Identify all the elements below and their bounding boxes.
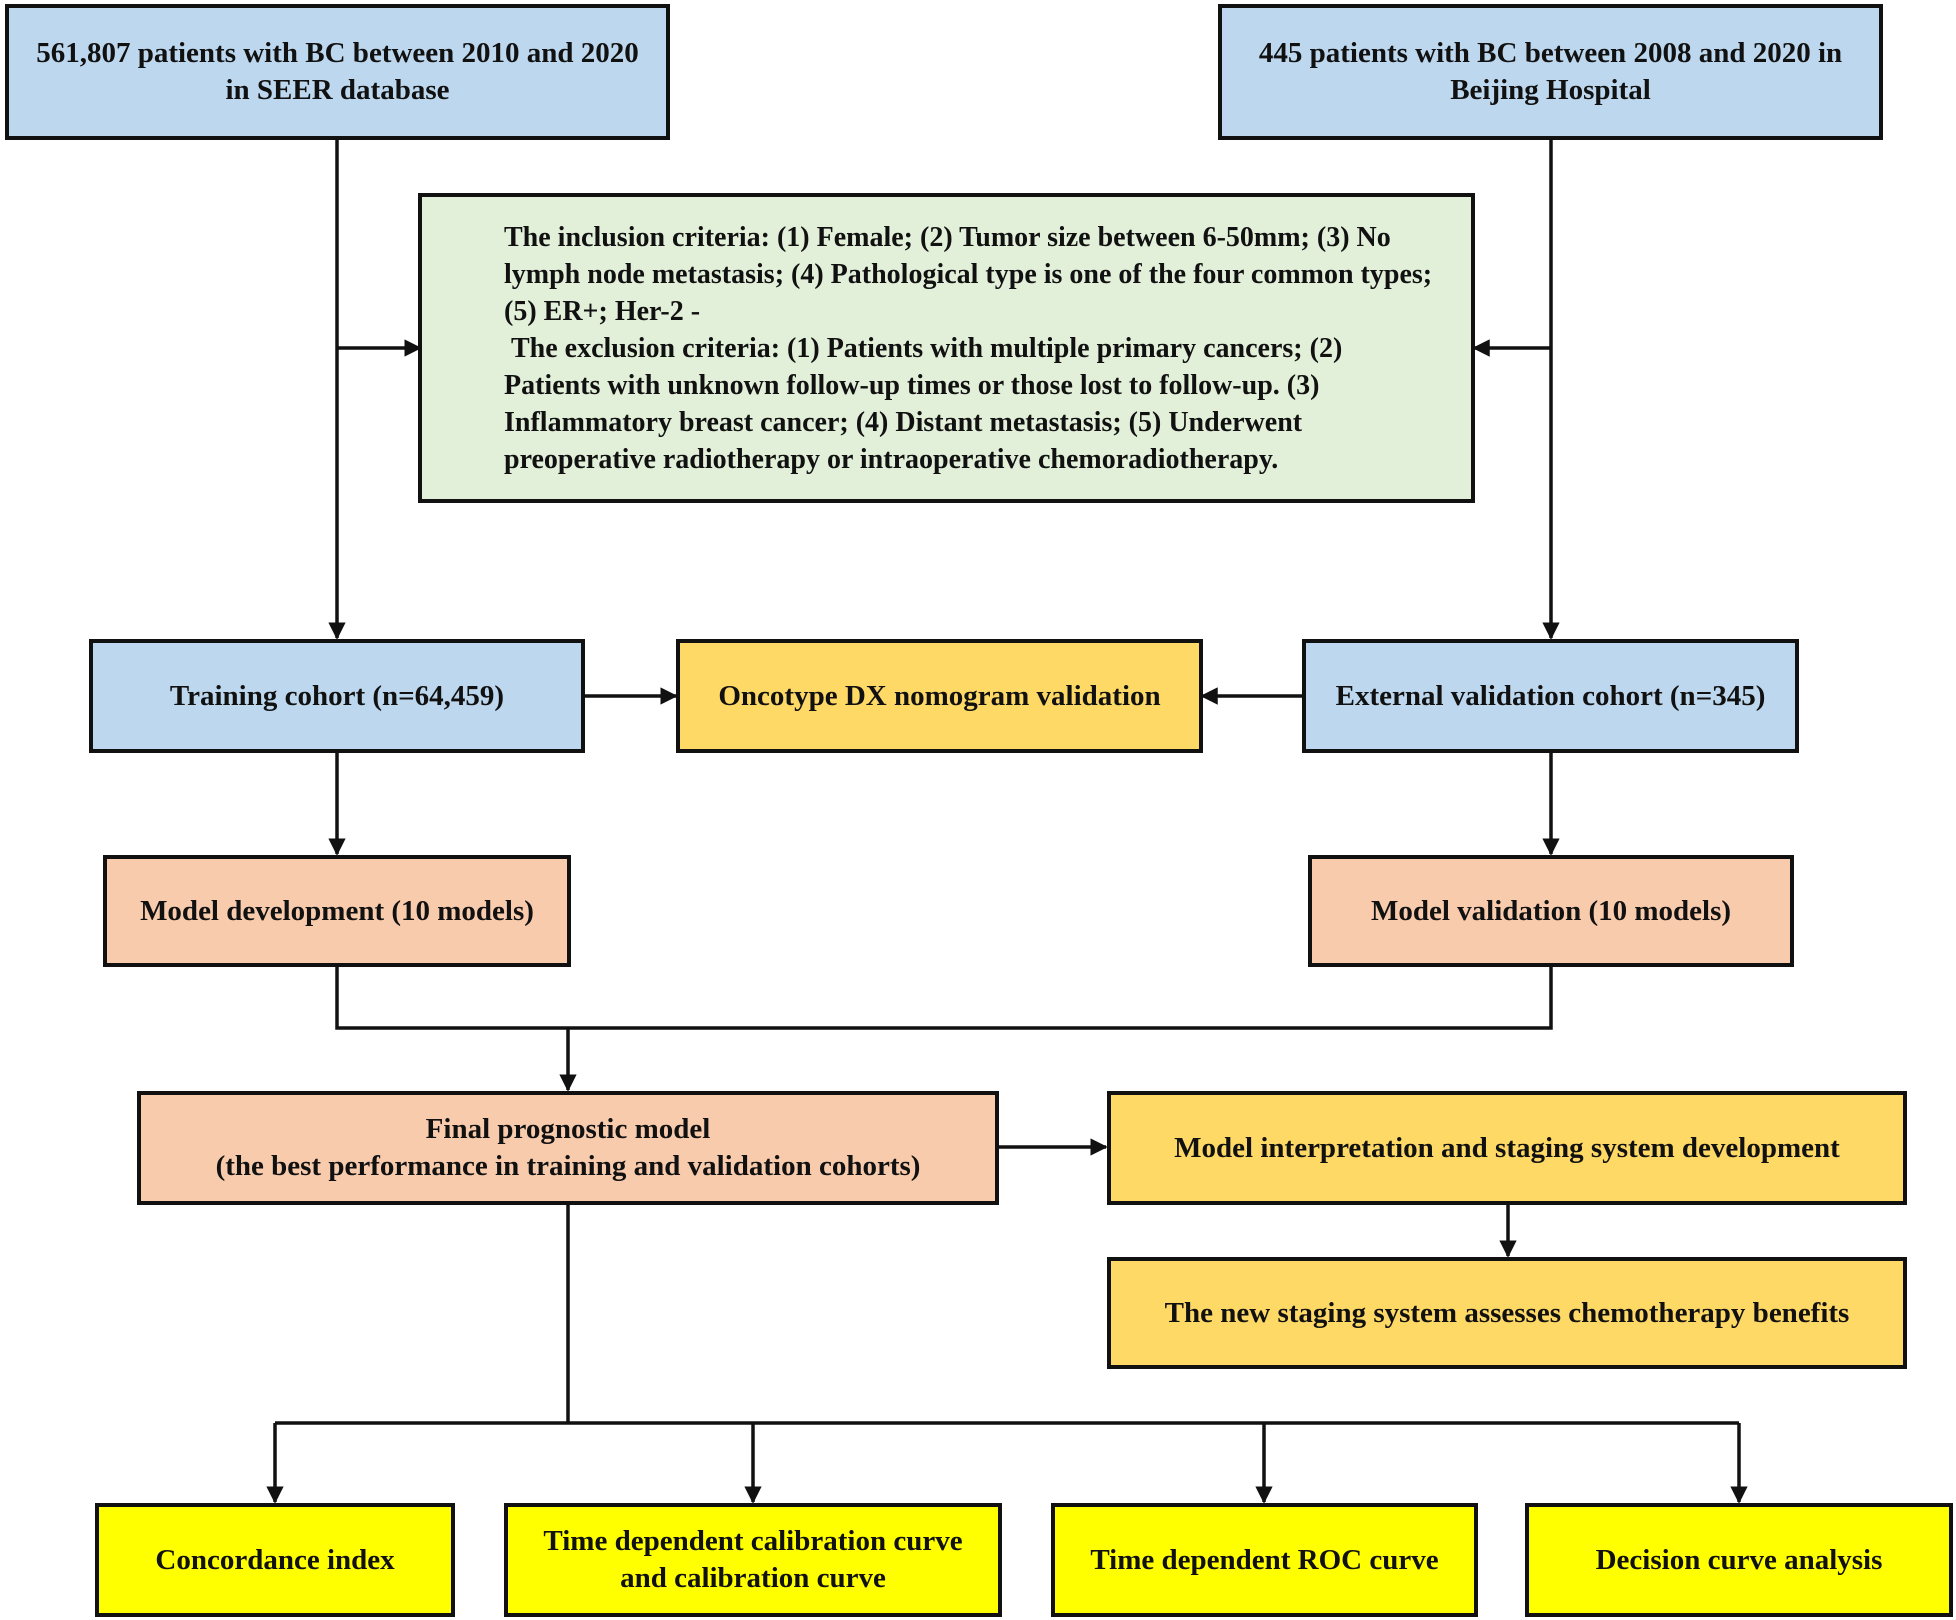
model-interpretation-text: Model interpretation and staging system … (1174, 1131, 1840, 1164)
calibration-curve-text: Time dependent calibration curve and cali… (543, 1523, 962, 1597)
model-interpretation-box: Model interpretation and staging system … (1107, 1091, 1907, 1205)
decision-curve-analysis-box: Decision curve analysis (1525, 1503, 1953, 1617)
staging-chemotherapy-box: The new staging system assesses chemothe… (1107, 1257, 1907, 1369)
edge-development-merge (335, 966, 1553, 1030)
model-development-box: Model development (10 models) (103, 855, 571, 967)
training-cohort-box: Training cohort (n=64,459) (89, 639, 585, 753)
inclusion-criteria-text: The inclusion criteria: (1) Female; (2) … (504, 221, 1433, 327)
criteria-text: The inclusion criteria: (1) Female; (2) … (504, 219, 1435, 478)
calibration-curve-box: Time dependent calibration curve and cali… (504, 1503, 1002, 1617)
final-prognostic-model-text: Final prognostic model (the best performa… (216, 1111, 921, 1185)
criteria-box: The inclusion criteria: (1) Female; (2) … (418, 193, 1475, 503)
final-model-subtitle: (the best performance in training and va… (215, 1150, 921, 1182)
calibration-line-1: Time dependent calibration curve (543, 1525, 963, 1557)
time-dependent-roc-text: Time dependent ROC curve (1090, 1543, 1439, 1576)
exclusion-criteria-text: The exclusion criteria: (1) Patients wit… (504, 332, 1350, 475)
external-validation-cohort-box: External validation cohort (n=345) (1302, 639, 1799, 753)
model-validation-box: Model validation (10 models) (1308, 855, 1794, 967)
beijing-patients-text: 445 patients with BC between 2008 and 20… (1258, 37, 1843, 106)
training-cohort-text: Training cohort (n=64,459) (169, 679, 505, 712)
time-dependent-roc-box: Time dependent ROC curve (1051, 1503, 1478, 1617)
seer-patients-box: 561,807 patients with BC between 2010 an… (5, 4, 670, 140)
concordance-index-box: Concordance index (95, 1503, 455, 1617)
external-validation-cohort-text: External validation cohort (n=345) (1335, 679, 1766, 712)
calibration-line-2: and calibration curve (620, 1562, 886, 1594)
final-prognostic-model-box: Final prognostic model (the best performa… (137, 1091, 999, 1205)
staging-chemotherapy-text: The new staging system assesses chemothe… (1164, 1296, 1850, 1329)
final-model-title: Final prognostic model (425, 1113, 711, 1145)
seer-patients-text: 561,807 patients with BC between 2010 an… (36, 37, 639, 106)
oncotype-validation-text: Oncotype DX nomogram validation (718, 679, 1161, 712)
beijing-patients-box: 445 patients with BC between 2008 and 20… (1218, 4, 1883, 140)
model-validation-text: Model validation (10 models) (1370, 894, 1732, 927)
oncotype-validation-box: Oncotype DX nomogram validation (676, 639, 1203, 753)
concordance-index-text: Concordance index (155, 1543, 395, 1576)
decision-curve-analysis-text: Decision curve analysis (1595, 1543, 1883, 1576)
model-development-text: Model development (10 models) (140, 894, 534, 927)
